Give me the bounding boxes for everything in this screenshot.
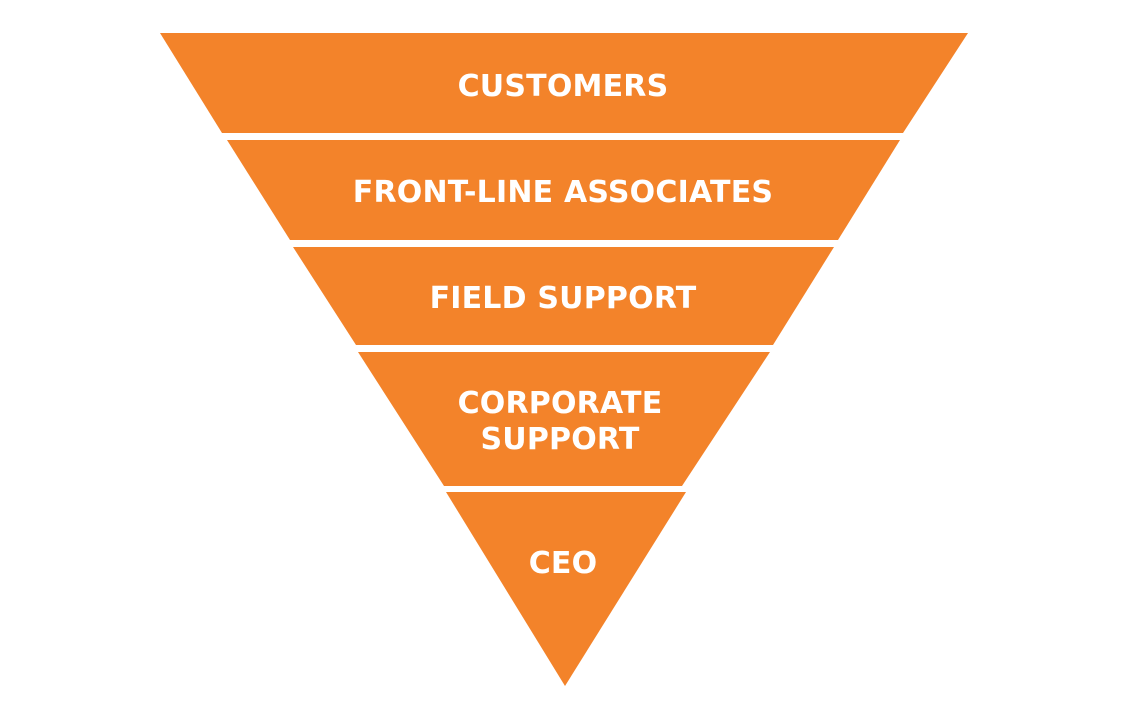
tier-ceo [446, 492, 686, 686]
tier-customers [160, 33, 968, 133]
tier-customers-label: CUSTOMERS [458, 69, 669, 104]
tier-corporate-support [358, 352, 770, 486]
tier-field-support [293, 247, 834, 345]
tier-front-line-associates-label: FRONT-LINE ASSOCIATES [353, 175, 773, 210]
tier-corporate-support-label-line1: CORPORATE [458, 386, 663, 421]
tier-ceo-label: CEO [529, 546, 598, 581]
tier-corporate-support-label-line2: SUPPORT [480, 422, 639, 457]
tier-front-line-associates [227, 140, 900, 240]
tier-field-support-label: FIELD SUPPORT [430, 281, 697, 316]
